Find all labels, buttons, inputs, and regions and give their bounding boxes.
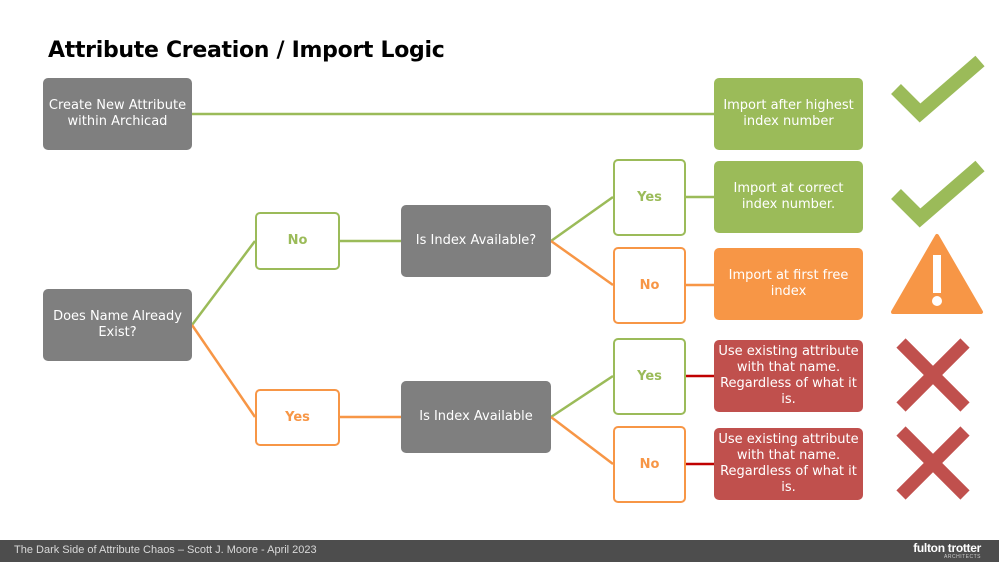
index1-yes-node: Yes: [613, 159, 686, 236]
x-icon: [896, 426, 970, 500]
warning-icon: [891, 234, 983, 314]
index2-no-node: No: [613, 426, 686, 503]
connector-name-to-yes: [190, 324, 257, 418]
x-icon: [896, 338, 970, 412]
branch-yes-node: Yes: [255, 389, 340, 446]
company-logo: fulton trotter ARCHITECTS: [913, 542, 981, 560]
footer-text: The Dark Side of Attribute Chaos – Scott…: [14, 544, 317, 556]
logo-sub-text: ARCHITECTS: [944, 554, 981, 560]
connector-lines: [190, 112, 714, 466]
index1-no-node: No: [613, 247, 686, 324]
logo-main-text: fulton trotter: [913, 541, 981, 555]
create-new-attribute-node: Create New Attribute within Archicad: [43, 78, 192, 150]
connector-name-to-no: [191, 240, 256, 326]
connector-index1-to-yes: [550, 195, 614, 243]
connector-index2-to-no: [550, 416, 614, 465]
branch-no-node: No: [255, 212, 340, 270]
index-available-node: Is Index Available: [401, 381, 551, 453]
outcome-use-existing-1: Use existing attribute with that name. R…: [714, 340, 863, 412]
connector-index1-to-no: [550, 239, 614, 287]
footer-bar: The Dark Side of Attribute Chaos – Scott…: [0, 540, 999, 562]
outcome-highest-index: Import after highest index number: [714, 78, 863, 150]
outcome-use-existing-2: Use existing attribute with that name. R…: [714, 428, 863, 500]
index-available-question-node: Is Index Available?: [401, 205, 551, 277]
connector-index2-to-yes: [550, 374, 614, 419]
index2-yes-node: Yes: [613, 338, 686, 415]
check-icon: [891, 55, 985, 123]
outcome-correct-index: Import at correct index number.: [714, 161, 863, 233]
check-icon: [891, 160, 985, 228]
page-title: Attribute Creation / Import Logic: [48, 38, 445, 63]
outcome-first-free-index: Import at first free index: [714, 248, 863, 320]
name-exists-node: Does Name Already Exist?: [43, 289, 192, 361]
